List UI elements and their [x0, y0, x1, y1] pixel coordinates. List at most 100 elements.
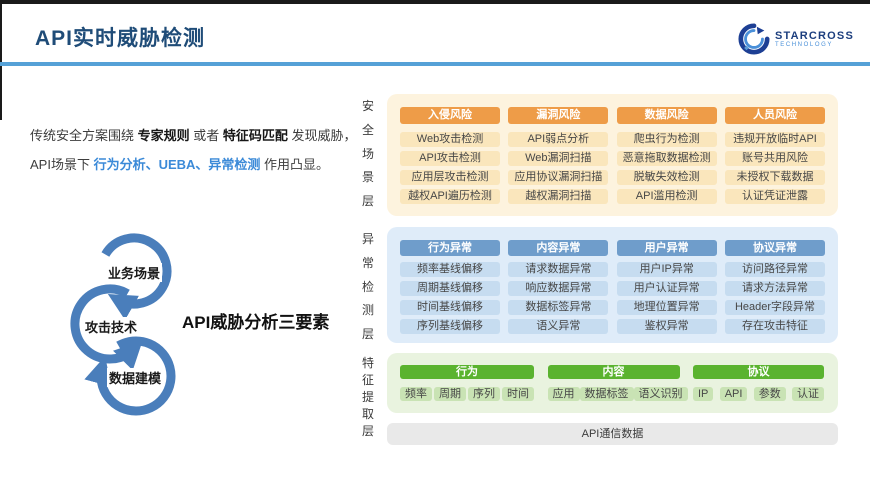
item-cell: 越权漏洞扫描: [508, 189, 609, 204]
intro-line-2: API场景下 行为分析、UEBA、异常检测 作用凸显。: [30, 150, 370, 179]
item-cell: 序列基线偏移: [400, 319, 500, 334]
group-items-row: 应用数据标签语义识别: [547, 387, 688, 401]
feature-group: 协议 IP API 参数认证: [693, 365, 824, 413]
item-cell: 序列: [468, 387, 500, 401]
column-header: 数据风险: [616, 107, 717, 124]
item-cell: 认证凭证泄露: [724, 189, 825, 204]
item-cell: 越权API遍历检测: [400, 189, 500, 204]
column-header: 内容异常: [508, 240, 609, 256]
intro-highlight: 专家规则: [137, 128, 190, 143]
intro-line-1: 传统安全方案围绕 专家规则 或者 特征码匹配 发现威胁，: [30, 121, 370, 150]
item-cell: 恶意拖取数据检测: [616, 151, 717, 166]
item-cell: 语义识别: [633, 387, 688, 401]
layer-label-char: 常: [361, 255, 374, 270]
panel-feature-extraction: 行为频率周期序列时间内容应用数据标签语义识别协议 IP API 参数认证: [387, 353, 838, 413]
item-cell: Web漏洞扫描: [508, 151, 609, 166]
item-cell: API弱点分析: [508, 132, 609, 147]
item-cell: Header字段异常: [724, 300, 825, 315]
item-cell: 周期基线偏移: [400, 281, 500, 296]
item-cell: 用户认证异常: [616, 281, 717, 296]
brand-logo: STARCROSS TECHNOLOGY: [738, 23, 854, 55]
layer-label-char: 检: [361, 279, 374, 294]
item-cell: 认证: [791, 387, 824, 401]
group-items-row: 频率周期序列时间: [400, 387, 534, 401]
item-cell: 未授权下载数据: [724, 170, 825, 185]
window-left-edge: [0, 0, 2, 120]
group-header: 行为: [400, 365, 534, 379]
header-accent-rule: [0, 62, 870, 66]
brand-name: STARCROSS: [774, 29, 854, 42]
item-cell: 访问路径异常: [724, 262, 825, 277]
layer-label-char: 征: [361, 373, 374, 387]
column-header: 人员风险: [724, 107, 825, 124]
data-source-bar: API通信数据: [387, 423, 838, 445]
item-cell: 时间基线偏移: [400, 300, 500, 315]
intro-text: 或者: [189, 128, 223, 143]
cycle-caption: API威胁分析三要素: [182, 313, 330, 332]
item-cell: 应用层攻击检测: [400, 170, 500, 185]
item-cell: 应用: [547, 387, 580, 401]
item-cell: API滥用检测: [616, 189, 717, 204]
layer-label-feature-extraction: 特征提取层: [360, 354, 376, 438]
item-cell: 应用协议漏洞扫描: [508, 170, 609, 185]
layer-label-security-scenario: 安全场景层: [360, 97, 376, 209]
category-column: 人员风险违规开放临时API 账号共用风险未授权下载数据认证凭证泄露: [724, 107, 825, 216]
column-header: 入侵风险: [400, 107, 500, 124]
layer-label-char: 层: [361, 424, 374, 438]
layer-label-char: 层: [361, 194, 374, 208]
layer-label-char: 异: [361, 232, 374, 246]
category-column: 内容异常请求数据异常响应数据异常数据标签异常语义异常: [508, 240, 609, 343]
item-cell: 响应数据异常: [508, 281, 609, 296]
item-cell: 账号共用风险: [724, 151, 825, 166]
intro-text: 传统安全方案围绕: [30, 128, 138, 143]
category-column: 用户异常用户IP异常用户认证异常地理位置异常鉴权异常: [616, 240, 717, 343]
layer-label-char: 景: [361, 170, 374, 185]
item-cell: API: [719, 387, 748, 401]
item-cell: 鉴权异常: [616, 319, 717, 334]
item-cell: API攻击检测: [400, 151, 500, 166]
intro-text: API场景下: [30, 157, 94, 172]
cycle-ring-bottom: [84, 336, 176, 416]
item-cell: 地理位置异常: [616, 300, 717, 315]
item-cell: 违规开放临时API: [724, 132, 825, 147]
layer-label-char: 安: [361, 99, 374, 113]
intro-text: 作用凸显。: [260, 157, 330, 172]
window-top-edge: [0, 0, 870, 4]
layer-label-char: 测: [361, 303, 374, 318]
item-cell: 请求数据异常: [508, 262, 609, 277]
intro-highlight: 行为分析、UEBA、异常检测: [93, 157, 261, 172]
unicorn-logo-icon: [738, 23, 770, 55]
group-items-row: IP API 参数认证: [693, 387, 824, 401]
panel-anomaly-detection: 行为异常频率基线偏移周期基线偏移时间基线偏移序列基线偏移内容异常请求数据异常响应…: [387, 227, 838, 343]
cycle-arrows-diagram: [70, 233, 176, 416]
item-cell: 脱敏失效检测: [616, 170, 717, 185]
group-header: 协议: [693, 365, 824, 379]
intro-text: 发现威胁，: [287, 128, 357, 143]
cycle-item-data-modeling: 数据建模: [107, 368, 164, 387]
category-column: 行为异常频率基线偏移周期基线偏移时间基线偏移序列基线偏移: [400, 240, 500, 343]
brand-text: STARCROSS TECHNOLOGY: [775, 30, 854, 49]
item-cell: 数据标签异常: [508, 300, 609, 315]
layer-label-char: 场: [361, 146, 374, 161]
item-cell: 语义异常: [508, 319, 609, 334]
layer-label-anomaly-detection: 异常检测层: [360, 230, 376, 342]
page-title: API实时威胁检测: [35, 27, 206, 50]
layer-label-char: 层: [361, 327, 374, 341]
column-header: 用户异常: [616, 240, 717, 256]
cycle-ring-top: [101, 233, 172, 321]
column-header: 协议异常: [724, 240, 825, 256]
item-cell: 参数: [753, 387, 786, 401]
layer-label-char: 提: [361, 390, 374, 404]
group-header: 内容: [547, 365, 680, 379]
item-cell: IP: [693, 387, 714, 401]
item-cell: 频率: [400, 387, 432, 401]
item-cell: 时间: [502, 387, 534, 401]
item-cell: 数据标签: [579, 387, 634, 401]
cycle-item-attack-technique: 攻击技术: [83, 317, 140, 336]
